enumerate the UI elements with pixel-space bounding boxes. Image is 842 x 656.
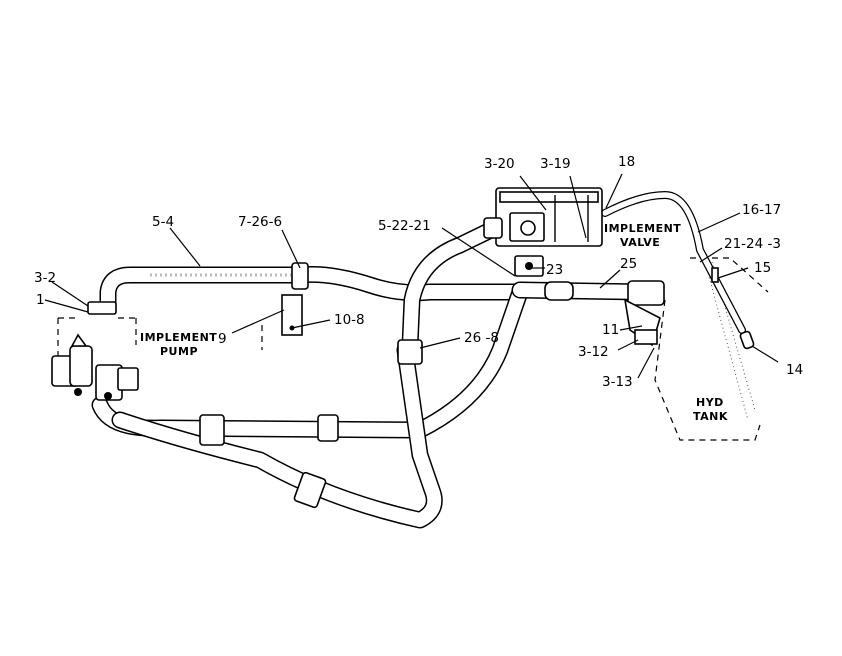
label-3-13: 3-13 [602, 374, 633, 390]
caption-implement-valve-line2: VALVE [620, 236, 660, 249]
tank-fitting [627, 280, 665, 306]
caption-implement-pump-line2: PUMP [160, 345, 198, 358]
label-21-24-3: 21-24 -3 [724, 236, 781, 252]
label-25: 25 [620, 256, 637, 272]
component-captions: IMPLEMENT PUMP IMPLEMENT VALVE HYD TANK [140, 222, 728, 423]
label-15: 15 [754, 260, 771, 276]
clamp-7-26-6 [281, 262, 309, 336]
implement-pump [51, 333, 139, 401]
label-16-17: 16-17 [742, 202, 781, 218]
label-11: 11 [602, 322, 619, 338]
label-14: 14 [786, 362, 803, 378]
label-23: 23 [546, 262, 563, 278]
tank-dotted-wall [704, 261, 756, 421]
clamp-26-8 [397, 339, 423, 365]
hardware-14 [739, 330, 755, 350]
caption-hyd-tank-line1: HYD [696, 396, 724, 409]
caption-implement-valve-line1: IMPLEMENT [604, 222, 681, 235]
label-3-19: 3-19 [540, 156, 571, 172]
label-18: 18 [618, 154, 635, 170]
label-5-22-21: 5-22-21 [378, 218, 431, 234]
caption-hyd-tank-line2: TANK [693, 410, 728, 423]
clamp-lower-1 [199, 414, 225, 446]
coupling-25 [544, 281, 574, 301]
implement-valve [483, 187, 603, 277]
hose-5-22-21 [401, 219, 504, 354]
label-3-12: 3-12 [578, 344, 609, 360]
hose-5-4 [99, 265, 529, 314]
clamp-3-2 [87, 301, 117, 315]
caption-implement-pump-line1: IMPLEMENT [140, 331, 217, 344]
label-7-26-6: 7-26-6 [238, 214, 282, 230]
fitting-11 [623, 298, 661, 347]
label-26-8: 26 -8 [464, 330, 499, 346]
hose-lower-loop [91, 283, 529, 439]
label-5-4: 5-4 [152, 214, 174, 230]
label-3-2: 3-2 [34, 270, 56, 286]
label-10-8: 10-8 [334, 312, 365, 328]
label-3-20: 3-20 [484, 156, 515, 172]
leader-lines [44, 173, 779, 379]
label-9: 9 [218, 331, 227, 347]
hardware-15 [711, 267, 719, 283]
clamp-lower-3 [293, 471, 327, 509]
clamp-lower-2 [317, 414, 339, 442]
label-1: 1 [36, 292, 45, 308]
hose-25 [511, 280, 665, 306]
tube-16-17 [601, 191, 746, 334]
part-labels: 3-2 1 5-4 7-26-6 9 10-8 5-22-21 3-20 3-1… [34, 154, 803, 390]
